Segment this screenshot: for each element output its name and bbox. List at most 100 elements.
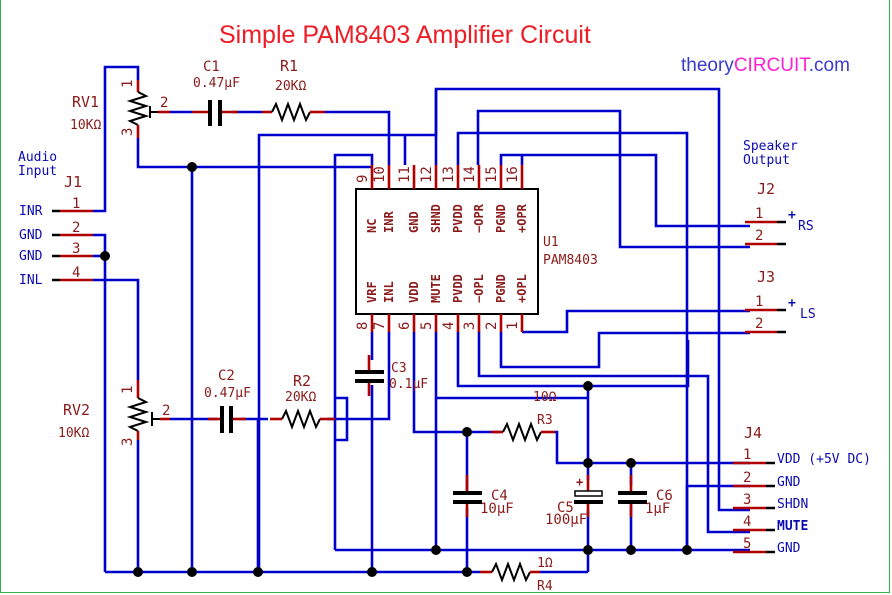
junction: [431, 545, 441, 555]
r4-value: 1Ω: [537, 556, 553, 571]
ic-pin-number: 16: [505, 166, 521, 183]
junction: [133, 567, 143, 577]
connector-pin-number: 1: [72, 196, 80, 212]
ic-pin-name: MUTE: [429, 274, 443, 303]
j2-ref: J2: [757, 180, 775, 198]
ic-pin-number: 2: [484, 322, 500, 330]
speaker-output-label-2: Output: [743, 153, 790, 168]
junctions: [100, 162, 692, 577]
brand-logo: theoryCIRCUIT.com: [681, 55, 850, 76]
rv2-pin-3: 3: [120, 438, 136, 446]
c2-ref: C2: [218, 368, 235, 384]
ic-pin-number: 1: [505, 322, 521, 330]
j1-ref: J1: [64, 173, 82, 191]
ic-pin-number: 11: [397, 166, 413, 183]
potentiometer-rv1: 1 2 3 RV1 10KΩ: [70, 80, 170, 138]
c6-value: 1µF: [645, 501, 670, 517]
connector-pin-number: 1: [755, 294, 763, 310]
ic-pin-name: VDD: [407, 281, 421, 303]
connector-pin-number: 2: [743, 470, 751, 486]
ic-pin-name: PGND: [494, 204, 508, 233]
ic-pin-name: GND: [407, 211, 421, 233]
ic-pin-name: +OPL: [515, 274, 529, 303]
connector-net-label: SHDN: [777, 497, 808, 512]
connector-net-label: INL: [19, 273, 43, 288]
diagram-title: Simple PAM8403 Amplifier Circuit: [219, 21, 591, 49]
ic-pin-name: PVDD: [451, 204, 465, 233]
ic-pin-name: INR: [382, 211, 396, 233]
connector-j2: J2 12 + RS: [745, 180, 814, 246]
ic-pin-name: −OPL: [472, 274, 486, 303]
c4-ref: C4: [491, 488, 508, 504]
junction: [626, 545, 636, 555]
connector-pin-number: 2: [72, 220, 80, 236]
connector-pin-number: 4: [743, 514, 751, 530]
capacitor-c6: C6 1µF: [618, 475, 673, 517]
r1-value: 20KΩ: [275, 79, 306, 94]
rv1-pin-3: 3: [120, 128, 136, 136]
connector-net-label: GND: [777, 475, 801, 490]
ic-body: [355, 188, 539, 315]
rv1-value: 10KΩ: [70, 118, 101, 133]
r1-ref: R1: [280, 57, 298, 75]
r4-ref: R4: [537, 579, 553, 594]
rv1-pin-2: 2: [160, 95, 168, 111]
connector-pin-number: 2: [755, 316, 763, 332]
junction: [253, 567, 263, 577]
ic-pin-name: +OPR: [515, 203, 529, 233]
ic-pin-number: 14: [462, 166, 478, 183]
ic-pin-number: 10: [372, 166, 388, 183]
connector-net-label: GND: [19, 228, 43, 243]
connector-pin-number: 2: [755, 228, 763, 244]
capacitor-c1: C1 0.47µF: [192, 59, 240, 126]
ic-pin-name: PGND: [494, 274, 508, 303]
connector-pin-number: 3: [72, 241, 80, 257]
connector-pin-number: 4: [72, 265, 80, 281]
c6-ref: C6: [656, 488, 673, 504]
ic-pin-name: NC: [365, 219, 379, 233]
r3-value: 10Ω: [533, 390, 557, 405]
junction: [583, 545, 593, 555]
junction: [626, 458, 636, 468]
ic-pin-number: 15: [484, 166, 500, 183]
ic-pin-name: PVDD: [451, 274, 465, 303]
ic-pin-name: −OPR: [472, 203, 486, 233]
c1-value: 0.47µF: [193, 76, 240, 91]
junction: [682, 545, 692, 555]
connector-j3: J3 12 + LS: [745, 268, 816, 334]
ic-pin-name: VRF: [365, 281, 379, 303]
resistor-r4: 1Ω R4: [480, 556, 553, 594]
junction: [462, 567, 472, 577]
ic-pin-name: SHND: [429, 204, 443, 233]
c5-value: 100µF: [545, 512, 587, 528]
audio-input-label-2: Input: [18, 164, 57, 179]
c5-ref: C5: [557, 500, 574, 516]
ic-pin-name: INL: [382, 281, 396, 303]
capacitor-c5: + C5 100µF: [545, 475, 603, 528]
junction: [187, 567, 197, 577]
resistor-r3: 10Ω R3: [491, 390, 557, 443]
j4-ref: J4: [744, 424, 762, 442]
connector-pin-number: 5: [743, 536, 751, 552]
j2-net-label: RS: [798, 219, 814, 234]
connector-pin-number: 3: [743, 492, 751, 508]
junction: [100, 251, 110, 261]
capacitor-c3: C3 0.1µF: [355, 355, 428, 396]
ic-pin-number: 7: [372, 322, 388, 330]
c3-value: 0.1µF: [389, 377, 428, 392]
connector-net-label: GND: [777, 541, 801, 556]
capacitor-c2: C2 0.47µF: [204, 368, 251, 433]
j2-polarity: +: [788, 208, 796, 223]
j3-net-label: LS: [800, 307, 816, 322]
ic-pin-number: 13: [441, 166, 457, 183]
j3-ref: J3: [757, 268, 775, 286]
connector-net-label: GND: [19, 249, 43, 264]
ic-pin-number: 9: [355, 175, 371, 183]
rv2-pin-2: 2: [162, 403, 170, 419]
rv2-ref: RV2: [63, 401, 90, 419]
